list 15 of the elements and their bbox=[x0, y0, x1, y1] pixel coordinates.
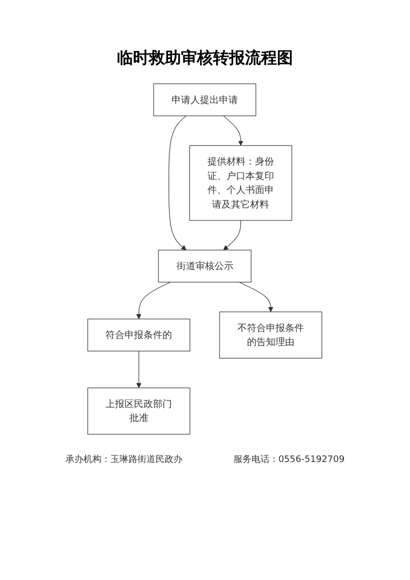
arrow bbox=[168, 116, 187, 250]
diagram-title: 临时救助审核转报流程图 bbox=[116, 48, 294, 69]
node-box: 提供材料：身份证、户口本复印件、个人书面申请及其它材料 bbox=[190, 145, 292, 221]
arrow bbox=[223, 220, 242, 250]
footer-note: 服务电话：0556-5192709 bbox=[233, 454, 345, 466]
node-box: 符合申报条件的 bbox=[88, 318, 190, 352]
footer-note: 承办机构：玉琳路街道民政办 bbox=[65, 454, 182, 466]
node-box: 申请人提出申请 bbox=[154, 83, 256, 116]
arrow bbox=[238, 282, 274, 312]
node-box: 上报区民政部门批准 bbox=[88, 388, 190, 435]
arrow bbox=[136, 350, 142, 388]
arrow bbox=[223, 116, 244, 146]
arrow bbox=[136, 282, 172, 320]
node-box: 街道审核公示 bbox=[158, 250, 252, 282]
node-box: 不符合申报条件的告知理由 bbox=[220, 312, 322, 358]
